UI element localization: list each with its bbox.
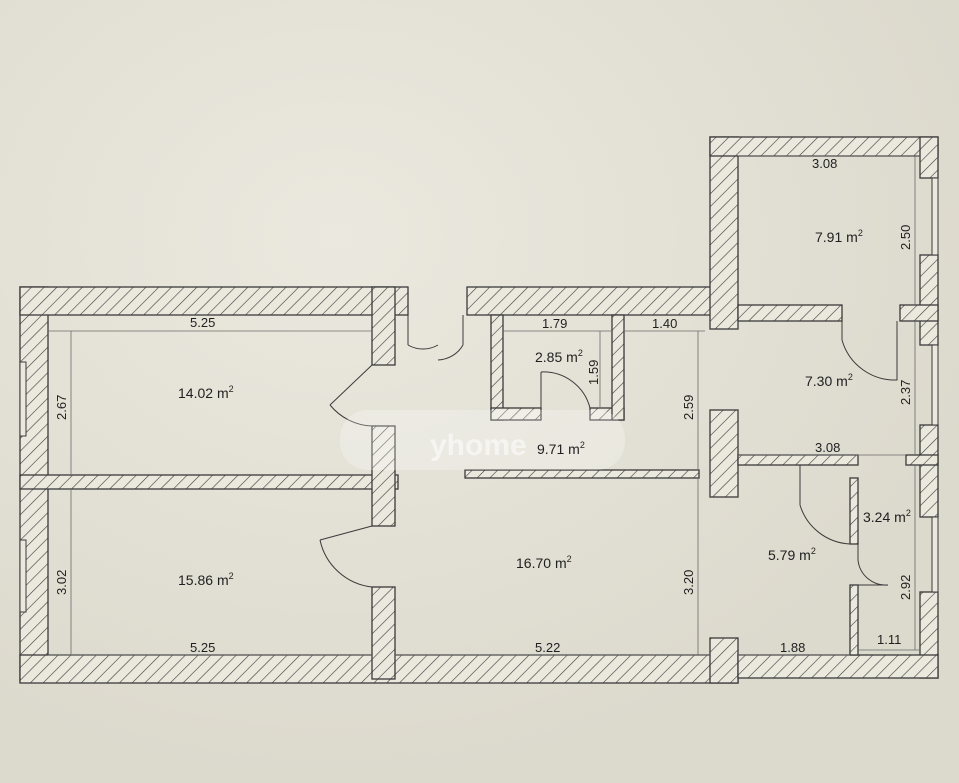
dim-center-height: 3.20 [681, 570, 696, 595]
dim-small-width: 1.79 [542, 316, 567, 331]
dim-mr-width: 3.08 [815, 440, 840, 455]
area-room-mid-right: 7.30 m2 [805, 372, 853, 389]
door-top-left-room [329, 364, 373, 427]
area-room-bath: 3.24 m2 [863, 508, 911, 525]
dim-small-height: 1.59 [586, 360, 601, 385]
dim-hall-height: 2.59 [681, 395, 696, 420]
dim-tr-width: 3.08 [812, 156, 837, 171]
dim-bl-height: 3.02 [54, 570, 69, 595]
wall-top-middle [466, 286, 736, 316]
wall-tr-right [919, 136, 939, 179]
watermark: yhome [340, 410, 625, 470]
windows [19, 177, 939, 613]
door-mid-right-room [841, 321, 898, 381]
dim-corridor-width: 1.40 [652, 316, 677, 331]
area-room-center: 16.70 m2 [516, 554, 572, 571]
window-left-top [19, 361, 27, 437]
walls [19, 136, 939, 684]
area-room-top-left: 14.02 m2 [178, 384, 234, 401]
wall-hall-partition [464, 469, 700, 479]
window-right-top [931, 177, 939, 256]
wall-mr-bottom [709, 409, 739, 498]
door-bottom-right-room [799, 465, 851, 545]
dim-bath-width: 1.11 [877, 632, 901, 647]
dim-mr-height: 2.37 [898, 380, 913, 405]
area-room-top-right: 7.91 m2 [815, 228, 863, 245]
wall-mr-bottom-strip-right [905, 454, 939, 466]
dim-bl-width: 5.25 [190, 640, 215, 655]
wall-right-lower [919, 424, 939, 518]
area-room-bottom-right: 5.79 m2 [768, 546, 816, 563]
area-labels: 14.02 m2 15.86 m2 2.85 m2 9.71 m2 16.70 … [178, 228, 911, 588]
watermark-frame [340, 410, 625, 470]
wall-left-middle [19, 474, 399, 490]
door-small-room [540, 371, 591, 409]
wall-tr-bottom [737, 304, 843, 322]
window-right-low [931, 516, 939, 593]
door-bath [857, 544, 889, 586]
watermark-text: yhome [430, 429, 527, 462]
wall-small-bottom [490, 407, 542, 421]
wall-column-bottom [371, 586, 396, 680]
wall-br-bottom [737, 654, 939, 679]
wall-br-left [709, 637, 739, 684]
dim-center-width: 5.22 [535, 640, 560, 655]
wall-tr-top [709, 136, 939, 157]
area-room-bottom-left: 15.86 m2 [178, 571, 234, 588]
wall-bath-left-lower [849, 584, 859, 656]
dimension-lines [48, 155, 920, 656]
dimension-labels: 5.25 5.25 5.22 1.88 1.11 3.08 3.08 1.79 … [54, 156, 913, 655]
door-entrance [407, 315, 464, 361]
dim-tr-height: 2.50 [898, 225, 913, 250]
area-hall: 9.71 m2 [537, 440, 585, 457]
wall-bath-left [849, 477, 859, 545]
wall-column-top [371, 286, 396, 366]
wall-tr-left [709, 136, 739, 330]
window-right-mid [931, 344, 939, 426]
wall-tr-right-lower [919, 254, 939, 346]
dim-br-width: 1.88 [780, 640, 805, 655]
wall-tr-bottom-right [899, 304, 939, 322]
wall-top-left [19, 286, 409, 316]
dim-bath-height: 2.92 [898, 575, 913, 600]
area-room-small: 2.85 m2 [535, 348, 583, 365]
wall-mr-bottom-strip [737, 454, 859, 466]
dim-tl-width: 5.25 [190, 315, 215, 330]
wall-column-mid [371, 425, 396, 527]
wall-small-right [611, 314, 625, 421]
window-left-bottom [19, 539, 27, 613]
dim-tl-height: 2.67 [54, 395, 69, 420]
wall-small-left [490, 314, 504, 421]
doors [319, 315, 898, 588]
door-bottom-left-room [319, 525, 373, 588]
